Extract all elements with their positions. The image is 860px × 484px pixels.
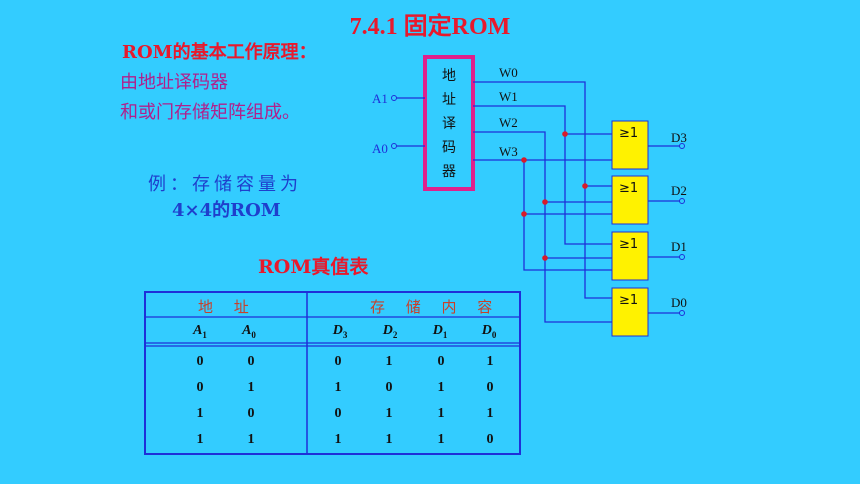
table-cell: 1 [247,380,255,395]
or-gate-d0 [611,287,649,337]
col-header-d2: D2 [382,323,398,340]
output-labels: D3 D2 D1 D0 [671,130,687,310]
word-line-labels: W0 W1 W2 W3 [499,65,518,159]
word-line-label: W2 [499,115,518,130]
input-a0-label: A0 [372,141,388,156]
decoder-label-char: 器 [442,164,456,180]
col-header-d3: D3 [332,323,348,340]
input-a1-terminal [391,95,397,101]
or-gate-d3 [611,120,649,170]
truth-table-title: ROM真值表 [258,256,369,278]
table-cell: 1 [334,432,342,447]
output-label: D3 [671,130,687,145]
table-cell: 0 [247,354,255,369]
table-cell: 0 [437,354,445,369]
or-gate-labels: ≥1 ≥1 ≥1 ≥1 [619,126,638,308]
output-terminals [679,143,685,316]
input-a1-label: A1 [372,91,388,106]
table-cell: 0 [334,406,342,421]
or-gate-label: ≥1 [619,293,638,308]
decoder-label-char: 地 [442,68,456,84]
connection-dots [521,131,588,261]
description-line-1: 由地址译码器 [120,72,228,93]
col-header-a0: A0 [242,323,256,340]
table-cell: 0 [486,432,494,447]
table-cell: 1 [385,406,393,421]
table-cell: 0 [334,354,342,369]
table-cell: 0 [196,380,204,395]
example-line-1: 例：存储容量为 [148,174,302,195]
output-lines [648,145,680,314]
table-cell: 1 [437,432,445,447]
or-gate-label: ≥1 [619,126,638,141]
table-cell: 1 [196,406,204,421]
output-label: D1 [671,239,687,254]
or-gate-d2 [611,175,649,225]
table-cell: 0 [486,380,494,395]
col-header-d0: D0 [481,323,497,340]
input-a0-terminal [391,143,397,149]
output-label: D2 [671,183,687,198]
table-cell: 1 [196,432,204,447]
word-line-label: W0 [499,65,518,80]
table-cell: 1 [385,432,393,447]
description-line-2: 和或门存储矩阵组成。 [120,102,300,123]
table-cell: 1 [334,380,342,395]
table-cell: 1 [437,406,445,421]
or-gates [611,120,649,337]
example-line-2: 4×4的ROM [172,200,281,221]
table-cell: 1 [437,380,445,395]
truth-table-frame [144,291,521,455]
table-cell: 1 [385,354,393,369]
page-title: 7.4.1 固定ROM [349,14,511,40]
section-subtitle: ROM的基本工作原理： [122,42,317,63]
or-gate-label: ≥1 [619,237,638,252]
word-line-label: W3 [499,144,518,159]
output-label: D0 [671,295,687,310]
word-line-label: W1 [499,89,518,104]
decoder-label-char: 译 [442,116,456,132]
table-group-address: 地 址 [198,298,257,316]
decoder-label-char: 址 [442,92,456,108]
table-cell: 0 [247,406,255,421]
decoder-label-char: 码 [442,140,456,156]
col-header-d1: D1 [432,323,448,340]
table-cell: 1 [486,406,494,421]
or-gate-d1 [611,231,649,281]
table-group-content: 存 储 内 容 [370,298,501,316]
decoder-label: 地 址 译 码 器 [442,68,456,180]
address-decoder-box [423,55,475,191]
table-cell: 0 [385,380,393,395]
col-header-a1: A1 [193,323,207,340]
table-cell: 1 [247,432,255,447]
or-gate-label: ≥1 [619,181,638,196]
table-cell: 1 [486,354,494,369]
table-cell: 0 [196,354,204,369]
